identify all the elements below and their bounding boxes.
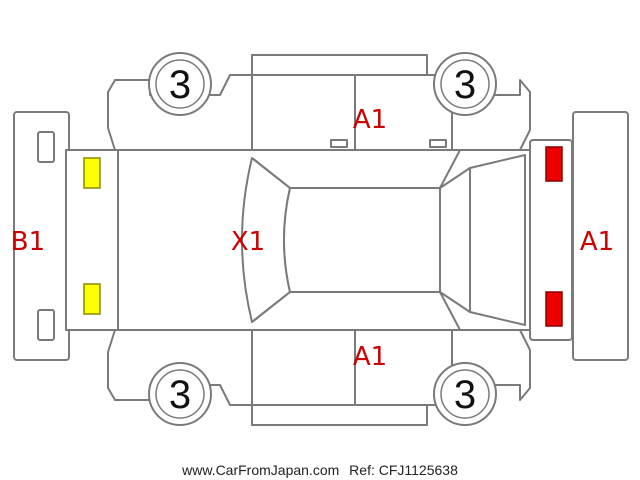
mark-door-top: A1 (353, 105, 387, 135)
top-roof-rail (251, 54, 428, 76)
tire-rear-right-grade: 3 (454, 373, 476, 417)
tire-rear-left-grade: 3 (454, 63, 476, 107)
trunk-lid (469, 154, 526, 326)
rear-light-top (545, 146, 563, 182)
rear-light-bottom (545, 291, 563, 327)
a-pillar-bottom (251, 291, 291, 323)
footer-ref: Ref: CFJ1125638 (349, 462, 458, 478)
tire-front-right: 3 (148, 362, 212, 426)
top-front-handle (330, 139, 348, 148)
mark-front-bumper: B1 (11, 227, 45, 257)
tail-panel (529, 139, 573, 341)
footer-site: www.CarFromJapan.com (181, 462, 339, 478)
top-rear-handle (429, 139, 447, 148)
c-pillar-top (439, 149, 461, 189)
a-pillar-top (251, 157, 291, 189)
tire-front-right-grade: 3 (169, 373, 191, 417)
tire-rear-left: 3 (433, 52, 497, 116)
rear-window (439, 167, 471, 313)
tire-front-left: 3 (148, 52, 212, 116)
front-bumper-slot-bottom (37, 309, 55, 341)
c-pillar-bottom (439, 291, 461, 331)
roof (283, 187, 441, 293)
front-light-bottom (83, 283, 101, 315)
mark-rear-bumper: A1 (580, 227, 614, 257)
tire-front-left-grade: 3 (169, 63, 191, 107)
tire-rear-right: 3 (433, 362, 497, 426)
front-light-top (83, 157, 101, 189)
front-bumper-slot-top (37, 131, 55, 163)
footer-text: www.CarFromJapan.com Ref: CFJ1125638 (181, 462, 458, 478)
mark-roof: X1 (231, 227, 265, 257)
bottom-roof-rail (251, 404, 428, 426)
mark-door-bottom: A1 (353, 342, 387, 372)
